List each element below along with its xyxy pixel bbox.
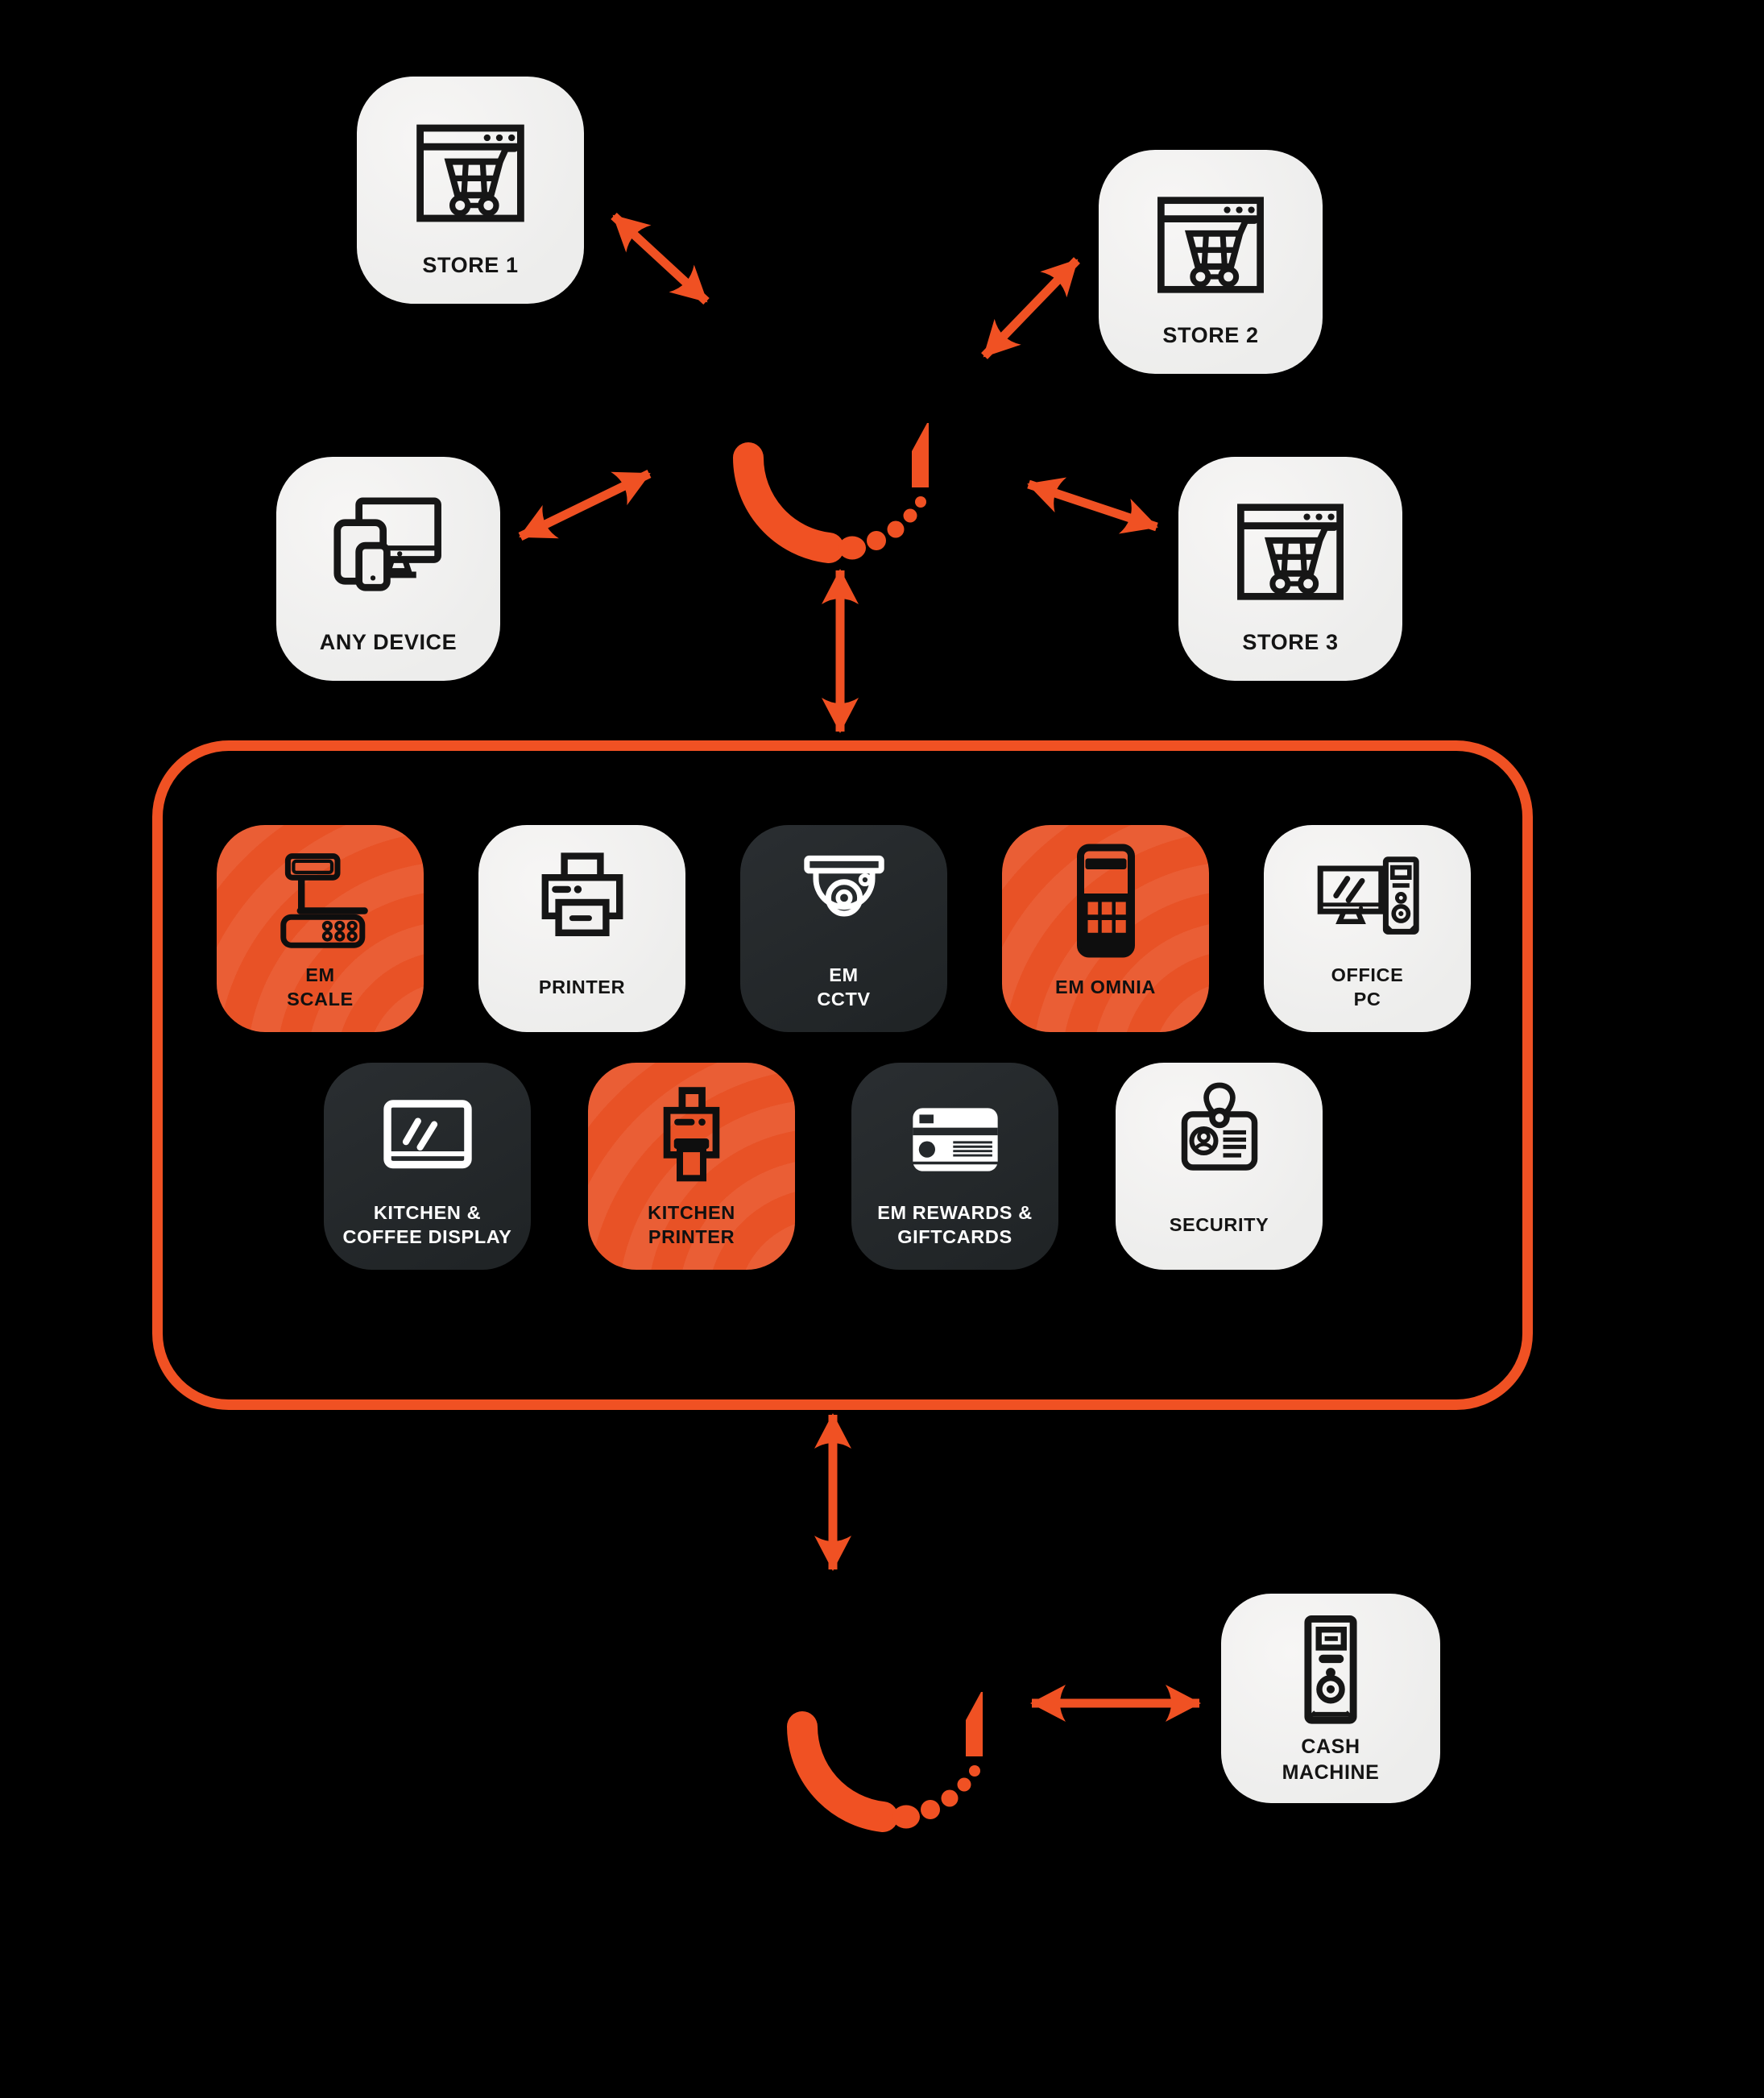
tile-label: EM REWARDS & GIFTCARDS xyxy=(877,1201,1033,1247)
node-label: STORE 2 xyxy=(1162,323,1259,348)
tile-kitchen-printer: KITCHEN PRINTER xyxy=(588,1063,795,1270)
cash-machine-icon xyxy=(1229,1611,1432,1734)
node-any-device: ANY DEVICE xyxy=(276,457,500,681)
tile-em-rewards-giftcards: EM REWARDS & GIFTCARDS xyxy=(851,1063,1058,1270)
id-badge-icon xyxy=(1124,1078,1315,1199)
tile-label: PRINTER xyxy=(538,976,626,997)
peripherals-box xyxy=(152,740,1533,1410)
brand-swoosh-logo-bottom xyxy=(802,1692,983,1829)
node-label: STORE 3 xyxy=(1242,630,1339,655)
arrow-store3-hub xyxy=(1027,477,1158,534)
node-store-3: STORE 3 xyxy=(1178,457,1402,681)
devices-icon xyxy=(284,475,492,628)
tile-label: SECURITY xyxy=(1169,1213,1269,1235)
node-label: CASH MACHINE xyxy=(1282,1735,1380,1784)
printer-icon xyxy=(487,843,677,961)
tile-label: EM OMNIA xyxy=(1055,976,1156,997)
node-cash-machine: CASH MACHINE xyxy=(1221,1594,1440,1803)
browser-cart-icon xyxy=(1186,475,1394,628)
tile-security: SECURITY xyxy=(1116,1063,1323,1270)
node-label: ANY DEVICE xyxy=(319,630,458,655)
tile-printer: PRINTER xyxy=(478,825,685,1032)
tile-em-omnia: EM OMNIA xyxy=(1002,825,1209,1032)
tile-label: KITCHEN PRINTER xyxy=(648,1201,735,1247)
arrow-store1-hub xyxy=(611,212,710,305)
tile-em-cctv: EM CCTV xyxy=(740,825,947,1032)
tile-em-scale: EM SCALE xyxy=(217,825,424,1032)
tile-label: KITCHEN & COFFEE DISPLAY xyxy=(342,1201,512,1247)
arrow-any-device-hub xyxy=(518,470,652,541)
brand-swoosh-logo-top xyxy=(748,423,929,560)
node-label: STORE 1 xyxy=(422,253,519,278)
kitchen-display-icon xyxy=(332,1080,523,1199)
arrow-store2-hub xyxy=(981,257,1080,359)
scale-icon xyxy=(225,843,416,961)
tile-label: OFFICE PC xyxy=(1331,964,1404,1010)
browser-cart-icon xyxy=(365,94,576,251)
node-store-1: STORE 1 xyxy=(357,77,584,304)
tile-kitchen-coffee-display: KITCHEN & COFFEE DISPLAY xyxy=(324,1063,531,1270)
payment-terminal-icon xyxy=(1010,840,1201,961)
tile-office-pc: OFFICE PC xyxy=(1264,825,1471,1032)
tile-label: EM SCALE xyxy=(287,964,354,1010)
node-store-2: STORE 2 xyxy=(1099,150,1323,374)
cctv-camera-icon xyxy=(748,843,939,961)
giftcard-icon xyxy=(859,1080,1050,1199)
kitchen-printer-icon xyxy=(596,1080,787,1199)
browser-cart-icon xyxy=(1107,168,1315,321)
tile-label: EM CCTV xyxy=(817,964,871,1010)
desktop-pc-icon xyxy=(1272,843,1463,961)
